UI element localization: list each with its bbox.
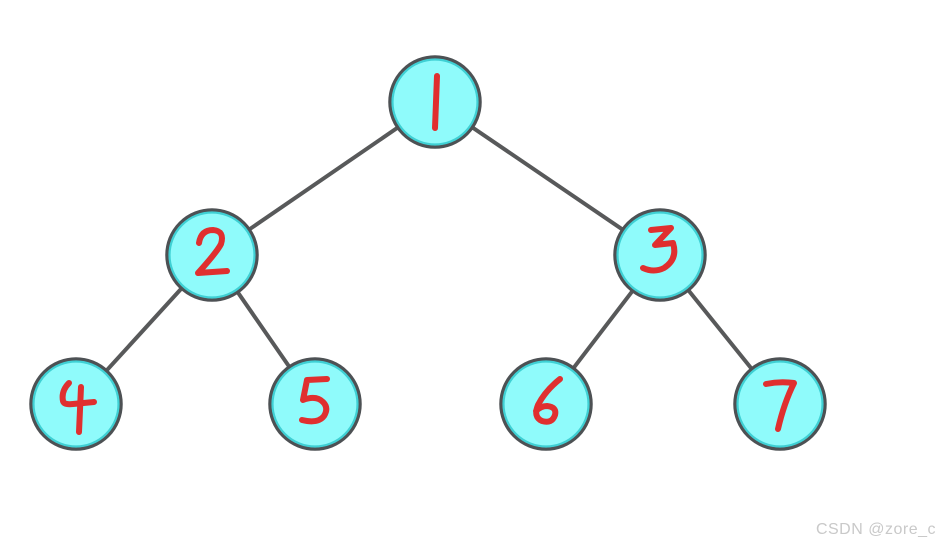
node-label-1 bbox=[432, 73, 440, 131]
node-circle bbox=[268, 357, 362, 451]
node-label-6 bbox=[533, 376, 563, 425]
node-label-4 bbox=[76, 384, 84, 435]
tree-node-5 bbox=[268, 357, 362, 451]
node-inner-ring bbox=[736, 360, 824, 448]
tree-node-1 bbox=[388, 55, 482, 149]
node-label-3 bbox=[640, 225, 678, 274]
watermark: CSDN @zore_c bbox=[815, 521, 936, 538]
node-inner-ring bbox=[271, 360, 359, 448]
node-circle bbox=[733, 357, 827, 451]
node-label-2 bbox=[195, 227, 230, 276]
node-inner-ring bbox=[502, 360, 590, 448]
node-inner-ring bbox=[616, 211, 704, 299]
node-circle bbox=[613, 208, 707, 302]
node-inner-ring bbox=[32, 360, 120, 448]
node-label-7 bbox=[763, 379, 797, 432]
tree-node-4 bbox=[29, 357, 123, 451]
tree-node-6 bbox=[499, 357, 593, 451]
node-label-4 bbox=[59, 380, 97, 408]
tree-node-3 bbox=[613, 208, 707, 302]
node-inner-ring bbox=[168, 211, 256, 299]
node-label-5 bbox=[299, 376, 330, 425]
tree-node-7 bbox=[733, 357, 827, 451]
tree-node-2 bbox=[165, 208, 259, 302]
node-inner-ring bbox=[391, 58, 479, 146]
